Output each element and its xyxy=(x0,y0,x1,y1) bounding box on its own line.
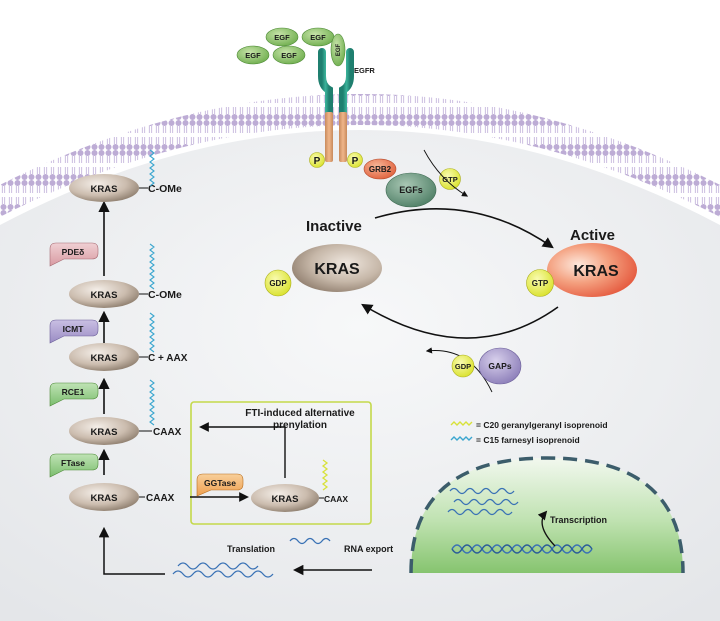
kras-step-cleaved: KRAS C + AAX xyxy=(69,312,188,371)
ggtase-label: GGTase xyxy=(204,478,236,488)
kras-label: KRAS xyxy=(91,427,118,438)
gtp-bound: GTP xyxy=(526,269,554,297)
kras-geranylgeranylated: KRAS CAAX xyxy=(251,459,348,512)
kras-label: KRAS xyxy=(91,493,118,504)
grb2: GRB2 xyxy=(363,158,397,180)
ftase-label: FTase xyxy=(61,458,85,468)
fti-title-line1: FTI-induced alternative xyxy=(245,408,355,419)
transcription-label: Transcription xyxy=(550,515,607,525)
kras-step-farnesylated: KRAS CAAX xyxy=(69,379,182,445)
icmt-label: ICMT xyxy=(63,324,85,334)
gaps: GAPs xyxy=(478,347,522,385)
modification-label: C-OMe xyxy=(148,183,182,195)
egf-label: EGF xyxy=(336,44,342,57)
gtp-entry-arrow xyxy=(423,149,469,197)
ftase-tag: FTase xyxy=(49,453,99,478)
geranylgeranyl-chain xyxy=(321,459,329,491)
mrna-strands-nuclear xyxy=(447,487,519,516)
cell-membrane xyxy=(0,94,720,217)
egf-ligand-bound: EGF xyxy=(330,33,346,67)
modification-label: CAAX xyxy=(146,493,175,504)
fti-return-arrow xyxy=(199,422,286,478)
kras-step-unmodified: KRAS CAAX xyxy=(69,483,175,511)
egf-label: EGF xyxy=(274,33,290,42)
farnesyl-chain xyxy=(149,312,155,353)
fti-alternative-prenylation-box: FTI-induced alternative prenylation GGTa… xyxy=(190,401,372,525)
egf-label: EGF xyxy=(245,51,261,60)
phosphate: P xyxy=(309,152,325,168)
kras-step-methylated-2: KRAS C-OMe xyxy=(69,243,182,308)
kras-inactive: KRAS xyxy=(292,244,382,292)
phosphate-label: P xyxy=(352,156,359,167)
egfr-label: EGFR xyxy=(354,66,375,75)
egf-label: EGF xyxy=(310,33,326,42)
translation-label: Translation xyxy=(227,544,275,554)
inactivation-arrow xyxy=(361,303,559,339)
rna-export-label: RNA export xyxy=(344,544,393,554)
kras-label: KRAS xyxy=(272,494,299,505)
pdel-label: PDEδ xyxy=(62,247,85,257)
c20-legend-label: = C20 geranylgeranyl isoprenoid xyxy=(476,420,608,430)
egfs-gef: EGFs xyxy=(385,172,437,208)
egf-ligand: EGF xyxy=(301,27,335,47)
egf-ligand: EGF xyxy=(265,27,299,47)
gtp-label: GTP xyxy=(442,175,457,184)
egf-ligands: EGF EGF EGF EGF EGF xyxy=(236,27,346,67)
kras-label: KRAS xyxy=(91,353,118,364)
mrna-cytoplasm xyxy=(172,537,331,578)
grb2-label: GRB2 xyxy=(369,165,392,174)
modification-label: C + AAX xyxy=(148,353,188,364)
active-label: Active xyxy=(570,227,615,244)
farnesyl-chain xyxy=(149,379,155,426)
c15-legend-swatch xyxy=(450,436,473,441)
phosphate: P xyxy=(347,152,363,168)
farnesyl-chain xyxy=(149,243,155,290)
nucleus: Transcription xyxy=(409,456,685,574)
gdp-bound: GDP xyxy=(264,269,292,297)
c15-legend-label: = C15 farnesyl isoprenoid xyxy=(476,435,580,445)
inactive-label: Inactive xyxy=(306,218,362,235)
rce1-label: RCE1 xyxy=(62,387,85,397)
egfs-label: EGFs xyxy=(399,185,423,195)
gtp-incoming: GTP xyxy=(439,168,461,190)
gdp-released: GDP xyxy=(451,354,475,378)
translation-arrow xyxy=(98,526,165,575)
modification-label: C-OMe xyxy=(148,289,182,301)
gdp-label: GDP xyxy=(455,362,471,371)
egf-ligand: EGF xyxy=(272,45,306,65)
gtp-label: GTP xyxy=(532,279,549,288)
c20-legend-swatch xyxy=(450,421,473,426)
modification-label: CAAX xyxy=(153,427,182,438)
legend: = C20 geranylgeranyl isoprenoid = C15 fa… xyxy=(450,420,608,445)
processing-pathway: KRAS C-OMe PDEδ KRAS C-OMe ICMT KRAS xyxy=(49,149,188,511)
icmt-tag: ICMT xyxy=(49,319,99,344)
rce1-tag: RCE1 xyxy=(49,382,99,407)
gaps-label: GAPs xyxy=(488,361,511,371)
fti-title-line2: prenylation xyxy=(273,420,327,431)
kras-label: KRAS xyxy=(314,261,360,278)
kras-step-methylated: KRAS C-OMe xyxy=(69,149,182,202)
egf-label: EGF xyxy=(281,51,297,60)
kras-label: KRAS xyxy=(573,263,619,280)
ggtase-tag: GGTase xyxy=(196,473,244,497)
pdel-tag: PDEδ xyxy=(49,242,99,267)
transcription-arrow xyxy=(537,510,556,547)
activation-arrow xyxy=(374,208,554,249)
kras-active: KRAS xyxy=(547,243,637,297)
kras-label: KRAS xyxy=(91,184,118,195)
egf-ligand: EGF xyxy=(236,45,270,65)
egfr-receptor: EGFR xyxy=(318,48,375,162)
phosphate-label: P xyxy=(314,156,321,167)
gdp-label: GDP xyxy=(269,279,287,288)
kras-label: KRAS xyxy=(91,290,118,301)
farnesyl-chain xyxy=(149,149,155,187)
dna-strand xyxy=(451,544,593,554)
modification-label: CAAX xyxy=(324,494,348,504)
